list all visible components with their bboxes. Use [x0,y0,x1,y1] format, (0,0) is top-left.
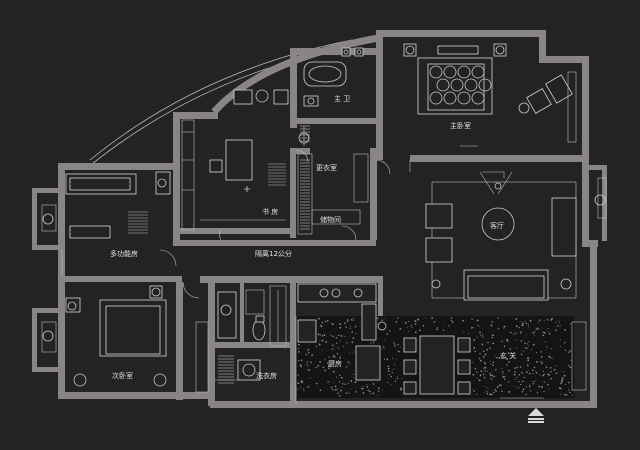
walls [32,30,607,408]
living-room [425,171,607,301]
label-living-room: 客厅 [490,221,504,230]
label-laundry-room: 洗衣房 [256,371,277,380]
label-study: 书 房 [262,207,278,216]
label-second-bedroom: 次卧室 [112,371,133,380]
label-master-bedroom: 主卧室 [450,121,471,130]
second-bathroom [217,285,287,384]
label-cloakroom: 更衣室 [316,163,337,172]
second-bedroom [41,285,209,393]
study [181,89,310,231]
multi-function-room [41,171,171,239]
master-bedroom [403,43,577,147]
label-master-bathroom: 主 卫 [334,94,350,103]
label-multi-function-room: 多功能房 [110,249,138,258]
label-isolation-note: 隔离12公分 [255,249,292,258]
label-kitchen: 厨房 [328,359,342,368]
label-entrance: 玄 关 [500,351,516,360]
cloakroom [297,153,369,235]
room-labels: 主 卫 主卧室 更衣室 书 房 储物间 多功能房 客厅 隔离12公分 次卧室 洗… [110,94,516,380]
master-bathroom [303,47,364,107]
label-storage: 储物间 [320,215,341,224]
dining-area [295,316,587,399]
kitchen [297,283,387,381]
up-arrow-icon [528,408,544,423]
